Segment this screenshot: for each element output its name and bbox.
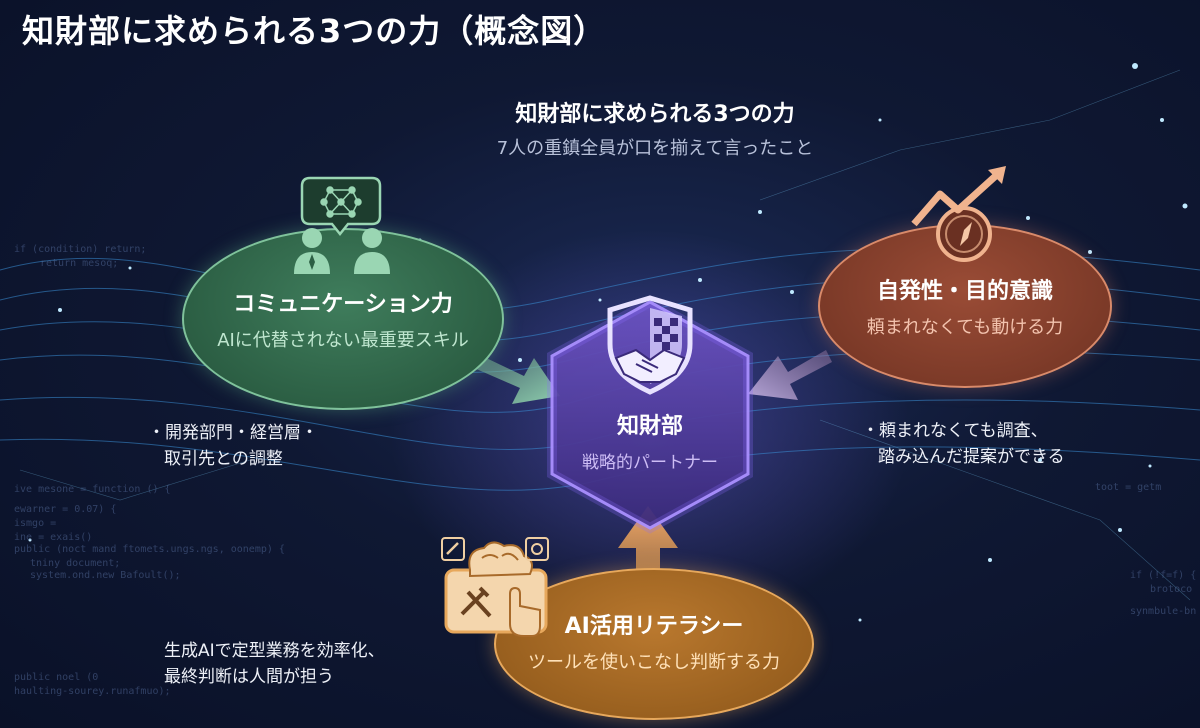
hub-label: 知財部 戦略的パートナー bbox=[556, 408, 744, 473]
ai-literacy-note-line1: 生成AIで定型業務を効率化、 bbox=[164, 641, 385, 661]
ai-literacy-subtitle: ツールを使いこなし判断する力 bbox=[528, 652, 780, 673]
shield-handshake-icon bbox=[607, 295, 693, 395]
initiative-note-line2: 踏み込んだ提案ができる bbox=[878, 447, 1065, 467]
initiative-note: ・頼まれなくても調査、 踏み込んだ提案ができる bbox=[862, 418, 1065, 470]
communication-title: コミュニケーション力 bbox=[233, 292, 453, 317]
hub-subtitle: 戦略的パートナー bbox=[582, 453, 718, 473]
svg-text:toot = getm: toot = getm bbox=[1095, 482, 1161, 493]
communication-subtitle: AIに代替されない最重要スキル bbox=[217, 330, 469, 351]
communication-node: コミュニケーション力 AIに代替されない最重要スキル bbox=[182, 228, 504, 410]
arrow-communication bbox=[474, 356, 560, 404]
center-subtitle: 7人の重鎮全員が口を揃えて言ったこと bbox=[496, 138, 814, 159]
hub-hexagon bbox=[547, 296, 753, 534]
svg-text:return mesoq;: return mesoq; bbox=[40, 258, 118, 269]
svg-text:system.ond.new Bafoult();: system.ond.new Bafoult(); bbox=[30, 570, 181, 581]
svg-text:public noel (0: public noel (0 bbox=[14, 672, 98, 683]
compass-growth-arrow-icon bbox=[911, 166, 1006, 262]
ai-literacy-note: 生成AIで定型業務を効率化、 最終判断は人間が担う bbox=[164, 638, 385, 690]
arrow-initiative bbox=[748, 350, 832, 400]
svg-text:tniny document;: tniny document; bbox=[30, 558, 120, 569]
ai-literacy-title: AI活用リテラシー bbox=[564, 614, 744, 639]
svg-text:if (!f=f) {: if (!f=f) { bbox=[1130, 570, 1196, 581]
svg-text:ismgo =: ismgo = bbox=[14, 518, 56, 529]
initiative-note-line1: ・頼まれなくても調査、 bbox=[862, 421, 1048, 441]
center-title: 知財部に求められる3つの力 bbox=[515, 102, 795, 127]
communication-note: ・開発部門・経営層・ 取引先との調整 bbox=[148, 420, 318, 472]
page-title: 知財部に求められる3つの力（概念図） bbox=[22, 12, 607, 50]
people-network-icon bbox=[294, 176, 390, 274]
svg-text:brotoco: brotoco bbox=[1150, 584, 1192, 595]
svg-text:ine = exais(): ine = exais() bbox=[14, 532, 92, 543]
svg-text:ive mesone = function () {: ive mesone = function () { bbox=[14, 484, 171, 495]
initiative-subtitle: 頼まれなくても動ける力 bbox=[866, 317, 1064, 338]
hub-title: 知財部 bbox=[616, 414, 683, 439]
communication-note-line2: 取引先との調整 bbox=[164, 449, 283, 469]
brain-tools-icon bbox=[441, 537, 549, 637]
arrow-ai-literacy bbox=[618, 506, 678, 604]
svg-text:if (condition) return;: if (condition) return; bbox=[14, 244, 146, 255]
ai-literacy-note-line2: 最終判断は人間が担う bbox=[164, 667, 334, 687]
communication-note-line1: ・開発部門・経営層・ bbox=[148, 423, 318, 443]
svg-text:ewarner = 0.07) {: ewarner = 0.07) { bbox=[14, 504, 116, 515]
initiative-title: 自発性・目的意識 bbox=[876, 279, 1053, 304]
svg-text:synmbule-bn: synmbule-bn bbox=[1130, 606, 1196, 617]
svg-text:public (noct mand ftomets.ungs: public (noct mand ftomets.ungs.ngs, oone… bbox=[14, 544, 285, 555]
svg-text:haulting-sourey.runafmuo);: haulting-sourey.runafmuo); bbox=[14, 686, 171, 697]
